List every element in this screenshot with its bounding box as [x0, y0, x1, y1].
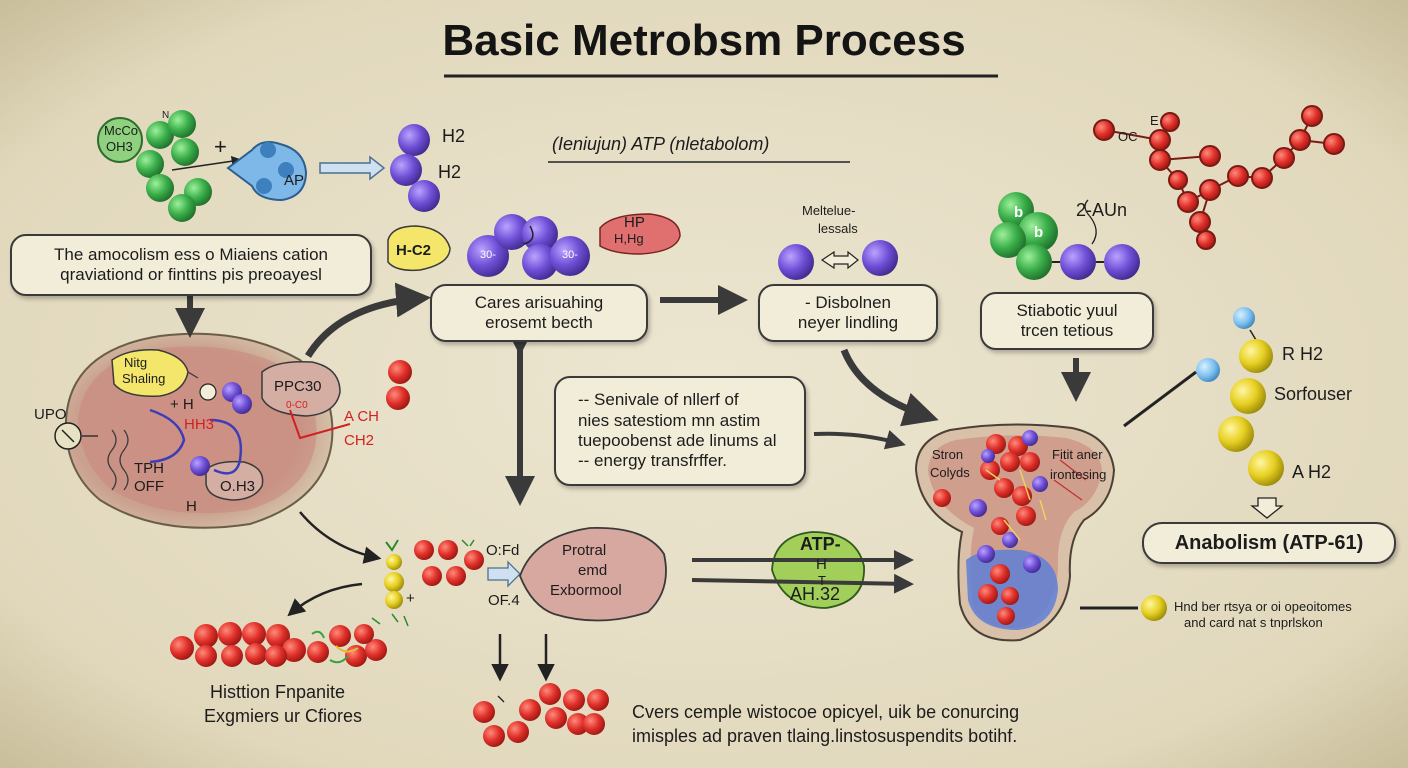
caption-line-2: imisples ad praven tlaing.linstosuspendi… [632, 726, 1018, 746]
label-2-aun: 2-AUn [1076, 200, 1128, 220]
label-lessals: lessals [818, 221, 858, 236]
label-oh3b: O.H3 [220, 478, 256, 495]
side-note-line-2: and card nat s tnprlskon [1184, 615, 1323, 630]
purple-pair [778, 240, 898, 280]
purple-h2-molecule [390, 124, 440, 212]
box-stiabotic: Stiabotic yuul trcen tetious [980, 292, 1154, 350]
hollow-arrow-right [319, 155, 386, 181]
yellow-chain-molecule [1141, 307, 1284, 621]
hc2-bubble [387, 225, 451, 272]
label-emd: emd [578, 562, 608, 579]
label-irontesing: irontesing [1050, 467, 1107, 482]
box-stiabotic-line-1: Stiabotic yuul [1016, 300, 1118, 320]
label-off: OFF [134, 478, 164, 495]
box-center-top: Cares arisuahing erosemt becth [430, 284, 648, 342]
right-organelle [914, 423, 1116, 642]
box-stiabotic-line-2: trcen tetious [1020, 321, 1114, 340]
label-ap: AP [284, 172, 305, 189]
label-atp-d: AH.32 [790, 584, 841, 604]
hollow-arrow-small [487, 560, 521, 588]
label-n: N [162, 110, 170, 121]
label-protral: Protral [562, 542, 607, 559]
label-ch2: CH2 [344, 432, 375, 449]
box-right-top: - Disbolnen neyer lindling [758, 284, 938, 342]
label-nitg: Nitg [124, 355, 148, 370]
green-purple-molecule [990, 192, 1140, 280]
label-oh3: OH3 [106, 139, 133, 154]
box-top-left-line-1: The amocolism ess o Miaiens cation [53, 244, 328, 264]
label-stron: Stron [932, 447, 964, 462]
label-mcco: McCo [104, 123, 138, 138]
page-title: Basic Metrobsm Process [442, 16, 966, 65]
green-molecule-cluster [97, 110, 243, 222]
label-colyds: Colyds [930, 465, 970, 480]
box-center-line-4: -- energy transfrffer. [578, 451, 727, 471]
box-right-top-line-2: neyer lindling [797, 313, 899, 332]
red-cluster-bottom-center [473, 683, 609, 747]
label-thirty-a: 30- [480, 249, 496, 261]
label-hh3: HH3 [184, 416, 215, 433]
box-right-top-line-1: - Disbolnen [805, 292, 891, 312]
label-plus-bottom: + [406, 590, 415, 607]
label-of4: OF.4 [488, 592, 520, 609]
purple-cluster-center [467, 214, 590, 280]
label-atp-c: T [818, 573, 826, 588]
label-ofd: O:Fd [486, 542, 520, 559]
hp-bubble [599, 213, 681, 255]
label-meltelue: Meltelue- [802, 203, 856, 218]
box-center-line-2: nies satestiom mn astim [578, 410, 761, 430]
label-ah2: A H2 [1292, 462, 1332, 482]
label-atp-a: ATP- [800, 534, 841, 554]
label-fitit-aner: Fitit aner [1052, 447, 1103, 462]
red-pair-top [386, 360, 412, 410]
label-hp: HP [624, 214, 645, 231]
side-note-line-1: Hnd ber rtsya or oi opeoitomes [1174, 599, 1352, 614]
label-b1: b [1014, 204, 1024, 221]
label-rh2: R H2 [1282, 344, 1324, 364]
label-h2-b: H2 [438, 162, 462, 182]
box-center-line-1: -- Senivale of nllerf of [578, 390, 739, 410]
label-histtion: Histtion Fnpanite [210, 682, 346, 702]
label-ppc: PPC30 [274, 378, 322, 395]
label-sorfouser: Sorfouser [1274, 384, 1353, 404]
label-h2-a: H2 [442, 126, 466, 146]
label-upo: UPO [34, 406, 67, 423]
label-hc2: H-C2 [396, 242, 432, 259]
left-cell [54, 332, 351, 529]
red-chain-middle [414, 539, 484, 586]
label-exbormool: Exbormool [550, 582, 622, 599]
atp-bubble [771, 531, 865, 609]
caption-line-1: Cvers cemple wistocoe opicyel, uik be co… [632, 702, 1020, 722]
box-center-top-line-2: erosemt becth [485, 313, 593, 332]
protral-bubble [519, 527, 667, 622]
label-ppc-small: 0-C0 [286, 400, 308, 411]
box-top-left: The amocolism ess o Miaiens cation qravi… [10, 234, 372, 296]
label-b2: b [1034, 224, 1044, 241]
label-ach: A CH [344, 408, 380, 425]
box-center: -- Senivale of nllerf of nies satestiom … [554, 376, 806, 486]
box-center-line-3: tuepoobenst ade linums al [578, 431, 777, 450]
yellow-mini-chain [371, 539, 409, 627]
label-atp-b: H [816, 556, 827, 573]
ap-enzyme [226, 141, 308, 202]
subtitle: (Ieniujun) ATP (nletabolom) [552, 134, 770, 154]
box-anabolism: Anabolism (ATP-61) [1142, 522, 1396, 564]
label-tph: TPH [134, 460, 164, 477]
box-center-top-line-1: Cares arisuahing [474, 292, 604, 312]
label-plus-top: + [214, 134, 227, 159]
box-top-left-line-2: qraviationd or finttins pis preoayesl [60, 265, 322, 284]
label-plus-h: + H [170, 396, 194, 413]
flow-arrows [175, 282, 1197, 682]
label-exgmiers: Exgmiers ur Cfiores [204, 706, 363, 726]
red-chain-molecule [1093, 105, 1345, 250]
label-hhg: H,Hg [614, 231, 644, 246]
label-oc: OC [1118, 129, 1138, 144]
red-cluster-bottom-left [170, 622, 387, 667]
label-e: E [1150, 113, 1159, 128]
label-h: H [186, 498, 197, 515]
label-thirty-b: 30- [562, 249, 578, 261]
label-shaling: Shaling [122, 371, 166, 386]
